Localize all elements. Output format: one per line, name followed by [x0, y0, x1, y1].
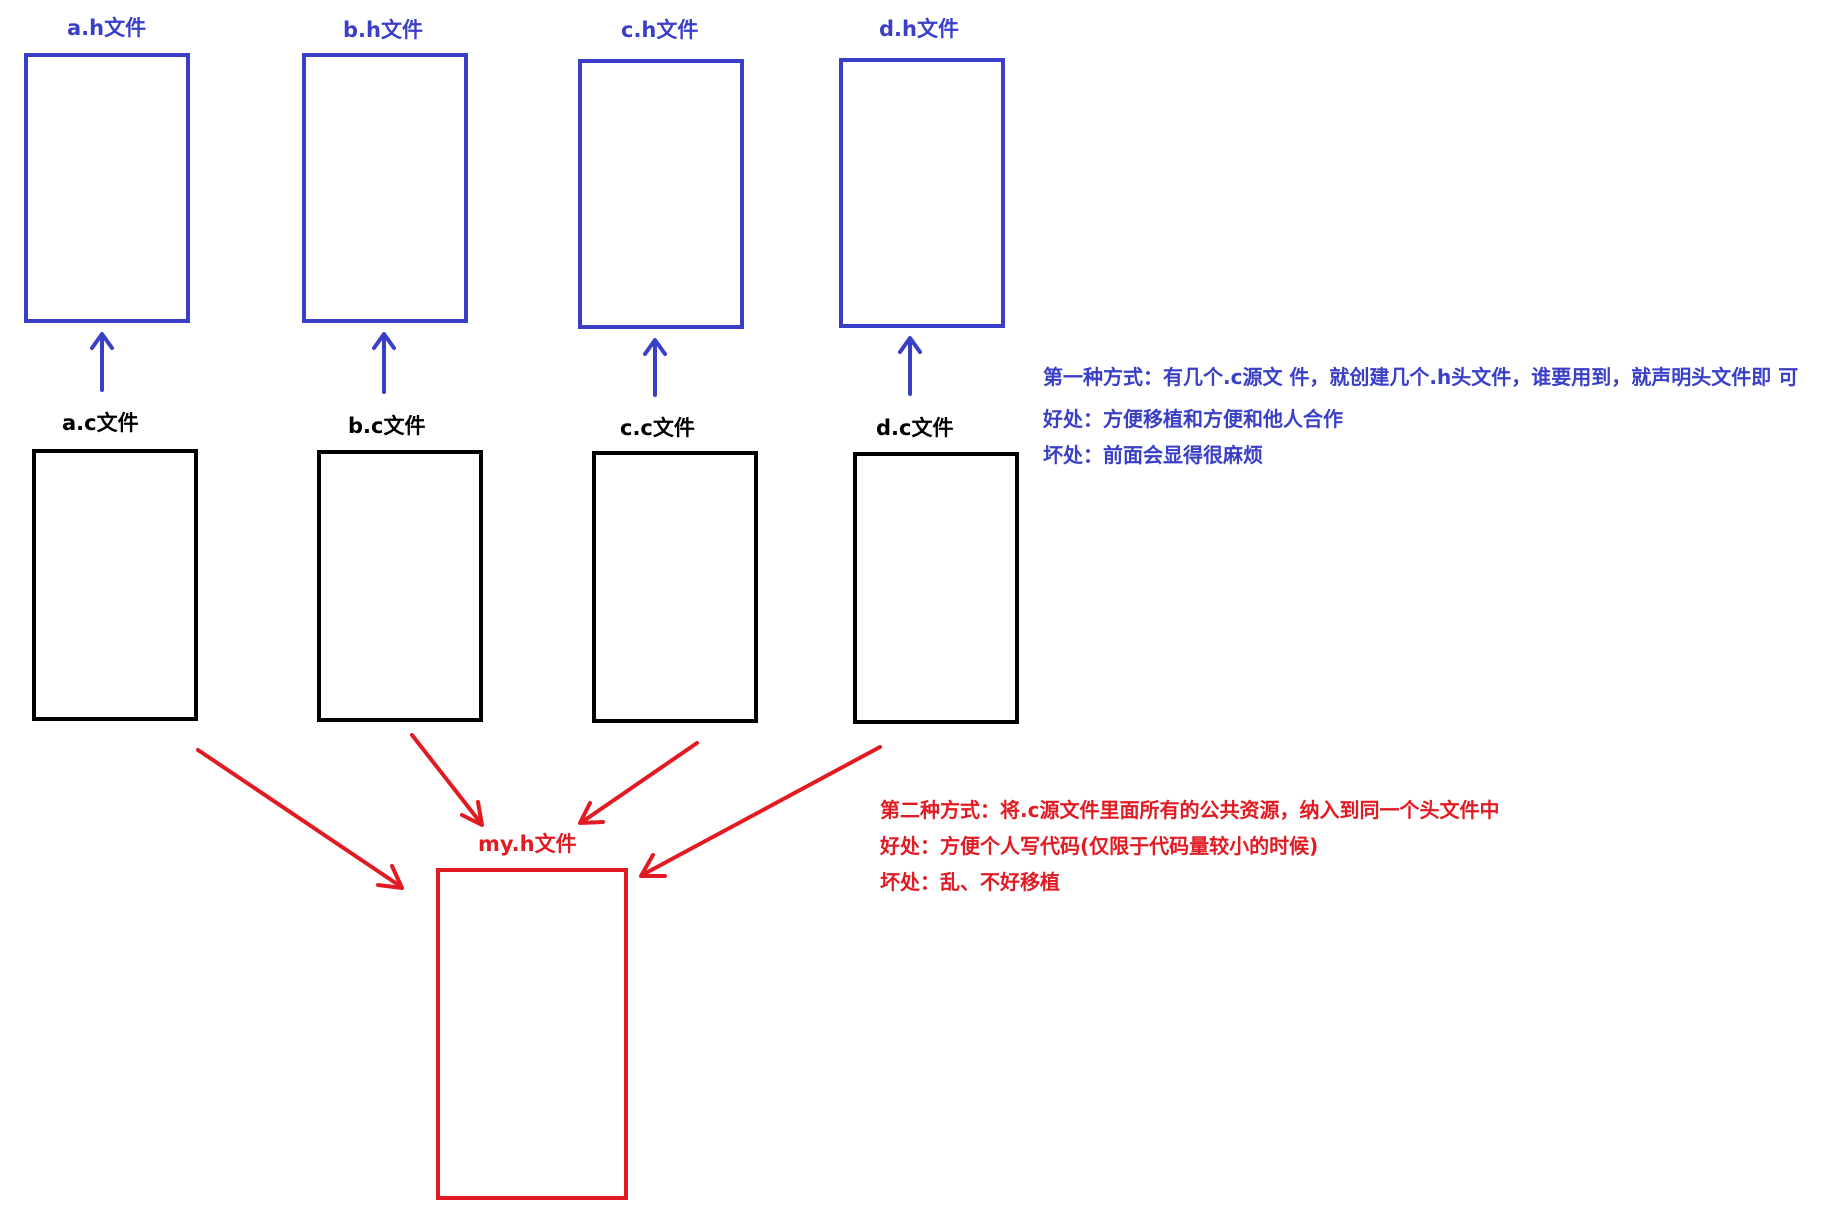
- header-box-a: [24, 53, 190, 323]
- header-label-d: d.h文件: [879, 17, 959, 41]
- shared-header-label: my.h文件: [478, 832, 577, 856]
- arrow-red-a: [196, 748, 402, 888]
- source-label-d: d.c文件: [876, 416, 954, 440]
- method1-pros: 好处：方便移植和方便和他人合作: [1043, 407, 1343, 431]
- arrow-red-c: [580, 741, 699, 824]
- source-box-c: [592, 451, 758, 723]
- shared-header-box: [436, 868, 628, 1200]
- source-label-b: b.c文件: [348, 414, 426, 438]
- arrow-red-d: [642, 745, 882, 876]
- header-box-c: [578, 59, 744, 329]
- method2-cons: 坏处：乱、不好移植: [880, 870, 1060, 894]
- header-label-c: c.h文件: [621, 18, 699, 42]
- header-label-a: a.h文件: [67, 16, 147, 40]
- source-label-a: a.c文件: [62, 411, 139, 435]
- source-box-b: [317, 450, 483, 722]
- arrow-red-b: [410, 733, 482, 824]
- source-box-a: [32, 449, 198, 721]
- method1-cons: 坏处：前面会显得很麻烦: [1043, 443, 1263, 467]
- source-box-d: [853, 452, 1019, 724]
- header-box-d: [839, 58, 1005, 328]
- method2-pros: 好处：方便个人写代码(仅限于代码量较小的时候): [880, 834, 1319, 858]
- source-label-c: c.c文件: [620, 416, 695, 440]
- method2-title: 第二种方式：将.c源文件里面所有的公共资源，纳入到同一个头文件中: [880, 798, 1500, 822]
- header-box-b: [302, 53, 468, 323]
- method1-title: 第一种方式：有几个.c源文 件，就创建几个.h头文件，谁要用到，就声明头文件即 …: [1043, 365, 1799, 389]
- header-label-b: b.h文件: [343, 18, 423, 42]
